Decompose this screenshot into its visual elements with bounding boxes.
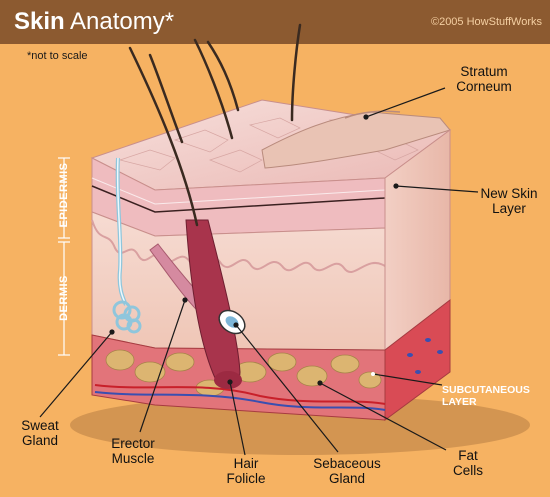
epidermis-label: EPIDERMIS [58, 154, 70, 236]
label-subcutaneous-layer: SUBCUTANEOUS LAYER [442, 384, 530, 408]
dermis-label: DERMIS [58, 257, 70, 339]
leader-stratum [366, 88, 445, 117]
label-erector-muscle: Erector Muscle [98, 436, 168, 466]
label-hair-folicle: Hair Folicle [216, 456, 276, 486]
label-fat-cells: Fat Cells [438, 448, 498, 478]
hair-bulb [214, 371, 242, 389]
label-sebaceous-gland: Sebaceous Gland [305, 456, 389, 486]
label-stratum-corneum: Stratum Corneum [442, 64, 526, 94]
label-new-skin-layer: New Skin Layer [470, 186, 548, 216]
label-sweat-gland: Sweat Gland [10, 418, 70, 448]
